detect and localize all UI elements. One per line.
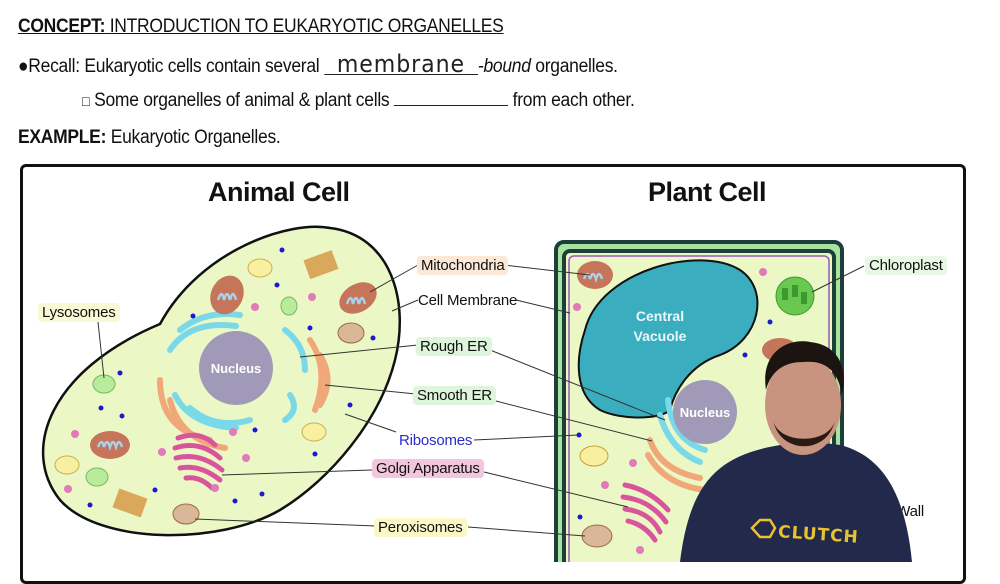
clutch-logo-icon (750, 518, 777, 539)
fill-blank (393, 89, 509, 106)
plant-nucleus (673, 380, 737, 444)
recall-line: ●Recall: Eukaryotic cells contain severa… (18, 52, 618, 78)
concept-prefix: CONCEPT: (18, 16, 106, 37)
recall-italic: -bound (477, 56, 531, 77)
presenter-video (680, 341, 912, 562)
sub-bullet-line: □ Some organelles of animal & plant cell… (82, 89, 635, 112)
label-smooth-er: Smooth ER (413, 386, 496, 405)
label-chloroplast: Chloroplast (865, 256, 947, 275)
sub-text-after: from each other. (512, 90, 635, 111)
label-peroxisomes: Peroxisomes (374, 518, 467, 537)
example-line: EXAMPLE: Eukaryotic Organelles. (18, 127, 281, 149)
presenter-face (765, 355, 841, 455)
recall-text: ●Recall: Eukaryotic cells contain severa… (18, 56, 320, 77)
label-lysosomes: Lysosomes (38, 303, 120, 322)
sub-text: Some organelles of animal & plant cells (94, 90, 390, 111)
plant-nucleus-label: Nucleus (680, 405, 731, 420)
label-cell-membrane: Cell Membrane (418, 292, 518, 309)
recall-suffix: organelles. (535, 56, 618, 77)
animal-nucleus (199, 331, 273, 405)
example-text: Eukaryotic Organelles. (110, 127, 281, 148)
animal-nucleus-label: Nucleus (211, 361, 262, 376)
label-golgi: Golgi Apparatus (372, 459, 484, 478)
concept-title: INTRODUCTION TO EUKARYOTIC ORGANELLES (109, 16, 504, 37)
animal-cell-title: Animal Cell (208, 177, 350, 207)
label-ribosomes: Ribosomes (399, 432, 473, 449)
presenter-shirt (680, 440, 912, 562)
vacuole-label-2: Vacuole (634, 328, 687, 344)
handwritten-answer: membrane (323, 52, 478, 76)
example-prefix: EXAMPLE: (18, 127, 107, 148)
vacuole-label-1: Central (636, 308, 684, 324)
concept-heading: CONCEPT: INTRODUCTION TO EUKARYOTIC ORGA… (18, 16, 504, 38)
leader-lines (97, 264, 865, 537)
plant-cell-title: Plant Cell (648, 177, 767, 207)
checkbox-bullet-icon: □ (82, 93, 90, 109)
label-rough-er: Rough ER (416, 337, 492, 356)
animal-cell: Nucleus (41, 225, 402, 537)
label-mitochondria: Mitochondria (417, 256, 509, 275)
